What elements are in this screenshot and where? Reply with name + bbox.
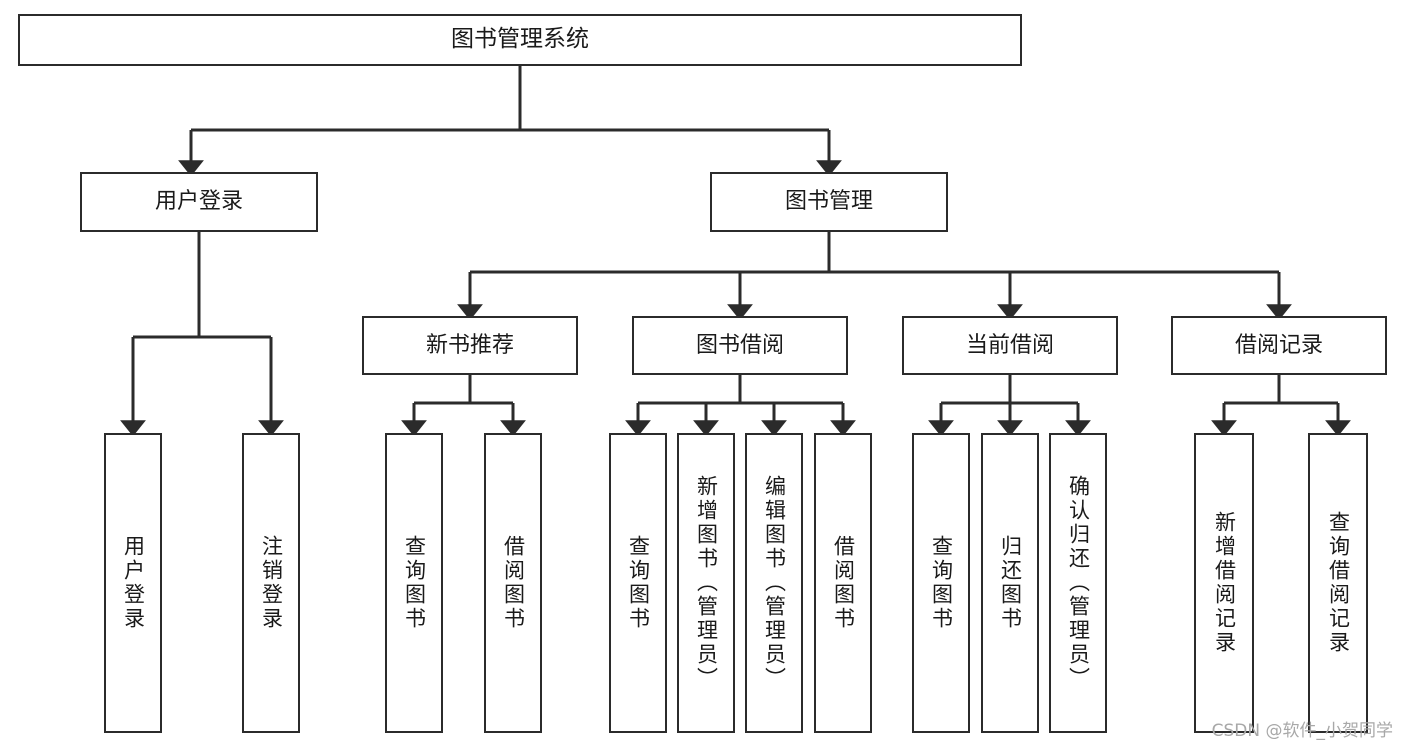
node-leaf-current-confirm-return[interactable]: 确认归还（管理员）: [1049, 433, 1107, 733]
node-leaf-logout[interactable]: 注销登录: [242, 433, 300, 733]
node-leaf-user-login-label: 用户登录: [121, 535, 146, 631]
watermark-text: CSDN @软件_小贺同学: [1211, 721, 1393, 741]
node-borrow-record[interactable]: 借阅记录: [1171, 316, 1387, 375]
node-book-management[interactable]: 图书管理: [710, 172, 948, 232]
node-leaf-current-return-label: 归还图书: [998, 535, 1023, 631]
node-leaf-current-query-label: 查询图书: [929, 535, 954, 631]
node-leaf-current-confirm-return-label: 确认归还（管理员）: [1066, 475, 1091, 691]
node-book-borrow-label: 图书借阅: [695, 332, 784, 358]
node-current-borrow-label: 当前借阅: [965, 332, 1054, 358]
node-current-borrow[interactable]: 当前借阅: [902, 316, 1118, 375]
node-new-book-recommend[interactable]: 新书推荐: [362, 316, 578, 375]
node-leaf-borrow-query-label: 查询图书: [626, 535, 651, 631]
node-leaf-borrow-edit[interactable]: 编辑图书（管理员）: [745, 433, 803, 733]
node-leaf-borrow-query[interactable]: 查询图书: [609, 433, 667, 733]
node-leaf-user-login[interactable]: 用户登录: [104, 433, 162, 733]
node-user-login[interactable]: 用户登录: [80, 172, 318, 232]
node-borrow-record-label: 借阅记录: [1234, 332, 1323, 358]
node-leaf-borrow-book-label: 借阅图书: [831, 535, 856, 631]
node-leaf-borrow-add-label: 新增图书（管理员）: [694, 475, 719, 691]
node-leaf-current-query[interactable]: 查询图书: [912, 433, 970, 733]
node-root[interactable]: 图书管理系统: [18, 14, 1022, 66]
node-leaf-logout-label: 注销登录: [259, 535, 284, 631]
node-root-label: 图书管理系统: [451, 26, 589, 53]
node-book-borrow[interactable]: 图书借阅: [632, 316, 848, 375]
node-leaf-newbook-borrow[interactable]: 借阅图书: [484, 433, 542, 733]
node-leaf-newbook-borrow-label: 借阅图书: [501, 535, 526, 631]
node-leaf-record-query[interactable]: 查询借阅记录: [1308, 433, 1368, 733]
node-book-management-label: 图书管理: [784, 189, 873, 215]
node-user-login-label: 用户登录: [154, 189, 243, 215]
node-leaf-record-add-label: 新增借阅记录: [1212, 511, 1237, 655]
node-leaf-borrow-add[interactable]: 新增图书（管理员）: [677, 433, 735, 733]
node-leaf-current-return[interactable]: 归还图书: [981, 433, 1039, 733]
node-new-book-recommend-label: 新书推荐: [425, 332, 514, 358]
node-leaf-newbook-query[interactable]: 查询图书: [385, 433, 443, 733]
node-leaf-borrow-edit-label: 编辑图书（管理员）: [762, 475, 787, 691]
node-leaf-borrow-book[interactable]: 借阅图书: [814, 433, 872, 733]
node-leaf-record-query-label: 查询借阅记录: [1326, 511, 1351, 655]
node-leaf-record-add[interactable]: 新增借阅记录: [1194, 433, 1254, 733]
node-leaf-newbook-query-label: 查询图书: [402, 535, 427, 631]
